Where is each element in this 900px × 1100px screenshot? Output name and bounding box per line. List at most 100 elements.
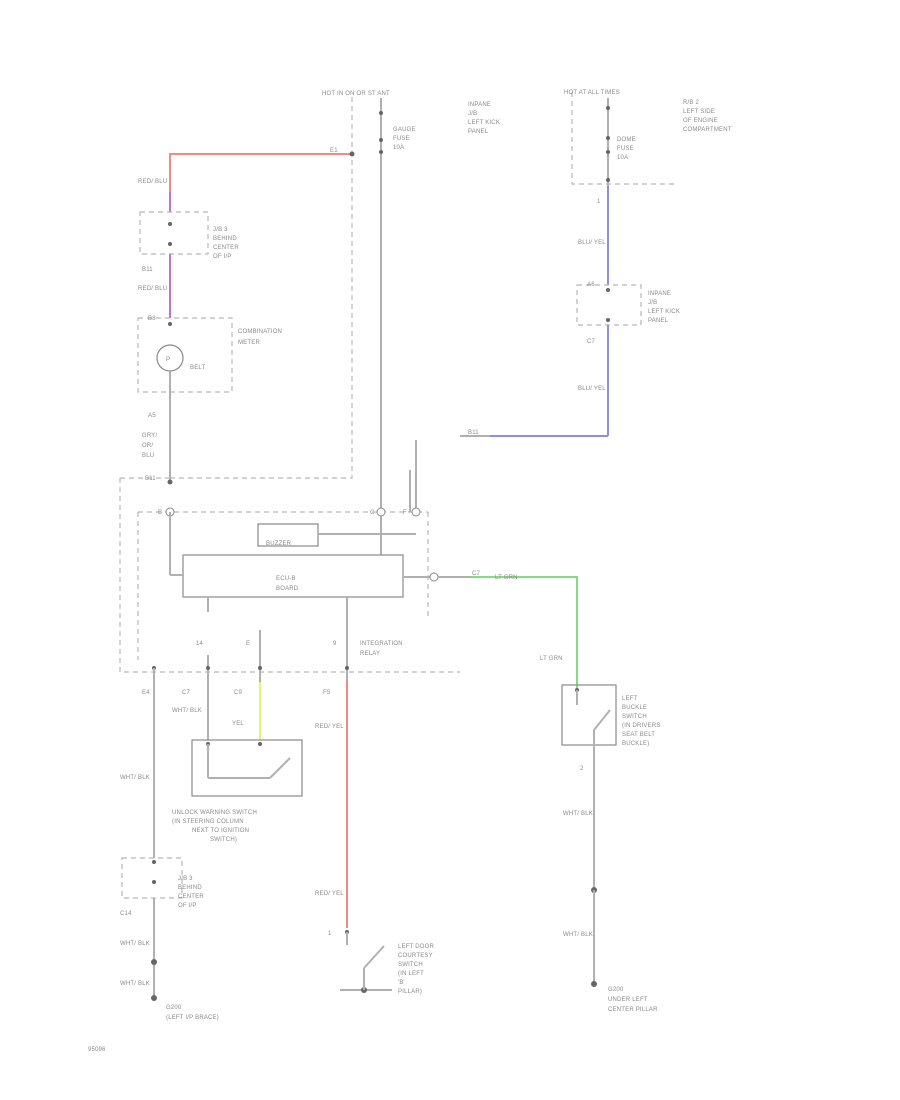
switch-blade xyxy=(269,757,291,779)
rb2-2: LEFT SIDE xyxy=(683,109,715,115)
door-5: 'B' xyxy=(398,980,405,986)
combo-meter-box xyxy=(137,317,233,393)
wire-gry-3: BLU xyxy=(142,453,154,459)
fuse-dot xyxy=(379,111,383,115)
relay-2: RELAY xyxy=(360,651,380,657)
jb-left-kick-2: J/B xyxy=(468,111,477,117)
wire-blu-yel-2: BLU/ YEL xyxy=(578,386,606,392)
buckle-2: BUCKLE xyxy=(622,705,647,711)
connector-dot xyxy=(429,572,439,582)
door-1: LEFT DOOR xyxy=(398,944,434,950)
fuse-dot xyxy=(606,150,610,154)
green-wire xyxy=(470,576,578,688)
pin-e: E xyxy=(246,641,250,647)
jb-lk2-4: PANEL xyxy=(648,318,669,324)
wire-red-yel: RED/ YEL xyxy=(315,724,344,730)
unlock-2: (IN STEERING COLUMN xyxy=(172,819,244,825)
buckle-5: SEAT BELT xyxy=(622,732,655,738)
relay-block-border xyxy=(119,478,460,673)
jb3-1: J/B 3 xyxy=(213,227,228,233)
jb3-3: CENTER xyxy=(213,245,239,251)
connector-dot xyxy=(376,507,386,517)
wire-wht-blk-4: WHT/ BLK xyxy=(120,981,150,987)
conn-b11: B11 xyxy=(468,430,479,436)
wire-red-blu: RED/ BLU xyxy=(138,179,167,185)
connector-dot xyxy=(606,288,610,292)
connector-dot xyxy=(206,666,210,670)
conn-c-small: C xyxy=(370,510,375,516)
connector-dot xyxy=(152,880,156,884)
wire-wht-blk-1: WHT/ BLK xyxy=(172,708,202,714)
dome-fuse-3: 10A xyxy=(617,155,628,161)
buckle-1: LEFT xyxy=(622,696,638,702)
jb3-lower-box xyxy=(121,857,183,899)
jb3l-3: CENTER xyxy=(178,894,204,900)
connector-dot xyxy=(168,322,172,326)
door-2: COURTESY xyxy=(398,953,433,959)
unlock-1: UNLOCK WARNING SWITCH xyxy=(172,810,257,816)
relay-1: INTEGRATION xyxy=(360,641,403,647)
wire-lt-grn: LT GRN xyxy=(495,575,518,581)
pin-9: 9 xyxy=(333,641,337,647)
jb3l-4: OF I/P xyxy=(178,903,197,909)
combo-2: METER xyxy=(238,340,260,346)
jb3-2: BEHIND xyxy=(213,236,237,242)
conn-c7-right: C7 xyxy=(587,339,596,345)
wire-red-blu-2: RED/ BLU xyxy=(138,286,167,292)
jb-left-kick-3: LEFT KICK xyxy=(468,120,500,126)
conn-a6: A6 xyxy=(587,282,595,288)
conn-c14: C14 xyxy=(120,911,132,917)
wire-wht-blk-3: WHT/ BLK xyxy=(120,941,150,947)
jb3-box xyxy=(139,211,209,255)
fuse-dot xyxy=(379,138,383,142)
ground-icon xyxy=(591,981,597,987)
conn-b-small: B xyxy=(158,510,162,516)
fuse-dot xyxy=(379,150,383,154)
belt-label: BELT xyxy=(190,365,205,371)
jb-lk2-1: INPANE xyxy=(648,291,671,297)
buckle-4: (IN DRIVERS xyxy=(622,723,661,729)
ground-right-2: UNDER LEFT xyxy=(608,997,648,1003)
conn-e1: E1 xyxy=(330,148,338,154)
connector-dot xyxy=(152,860,156,864)
ground-icon xyxy=(151,995,157,1001)
wire-wht-blk-r2: WHT/ BLK xyxy=(563,932,593,938)
conn-one: 1 xyxy=(597,199,601,205)
gauge-fuse-2: FUSE xyxy=(393,136,410,142)
jb3-4: OF I/P xyxy=(213,254,232,260)
unlock-3: NEXT TO IGNITION xyxy=(192,828,249,834)
red-wire xyxy=(169,153,352,192)
buckle-6: BUCKLE) xyxy=(622,741,649,747)
wire-blu-yel: BLU/ YEL xyxy=(578,240,606,246)
dome-fuse-2: FUSE xyxy=(617,146,634,152)
ground-left-1: G200 xyxy=(166,1005,182,1011)
door-6: PILLAR) xyxy=(398,989,422,995)
gauge-fuse-3: 10A xyxy=(393,145,404,151)
unlock-switch-box xyxy=(191,739,303,797)
ground-right-3: CENTER PILLAR xyxy=(608,1007,658,1013)
connector-dot xyxy=(258,666,262,670)
pin-14: 14 xyxy=(196,641,204,647)
switch-blade xyxy=(593,709,611,731)
rb2-1: R/B 2 xyxy=(683,100,699,106)
conn-b1: B11 xyxy=(142,267,153,273)
wire-yel: YEL xyxy=(232,721,244,727)
buckle-3: SWITCH xyxy=(622,714,647,720)
rb2-4: COMPARTMENT xyxy=(683,127,732,133)
top-power-label: HOT IN ON OR ST ANT xyxy=(322,91,390,97)
combo-1: COMBINATION xyxy=(238,329,282,335)
figure-code: 95096 xyxy=(88,1047,106,1053)
jb-lk2-3: LEFT KICK xyxy=(648,309,680,315)
gauge-fuse-1: GAUGE xyxy=(393,127,416,133)
connector-dot xyxy=(167,479,173,485)
fuse-dot xyxy=(606,106,610,110)
jb-lk2-2: J/B xyxy=(648,300,657,306)
ecu-label-1: ECU-B xyxy=(276,576,296,582)
conn-f-small: F xyxy=(403,510,407,516)
wire-wht-blk-2: WHT/ BLK xyxy=(120,775,150,781)
conn-two: 2 xyxy=(580,766,584,772)
connector-dot xyxy=(168,242,172,246)
door-4: (IN LEFT xyxy=(398,971,424,977)
